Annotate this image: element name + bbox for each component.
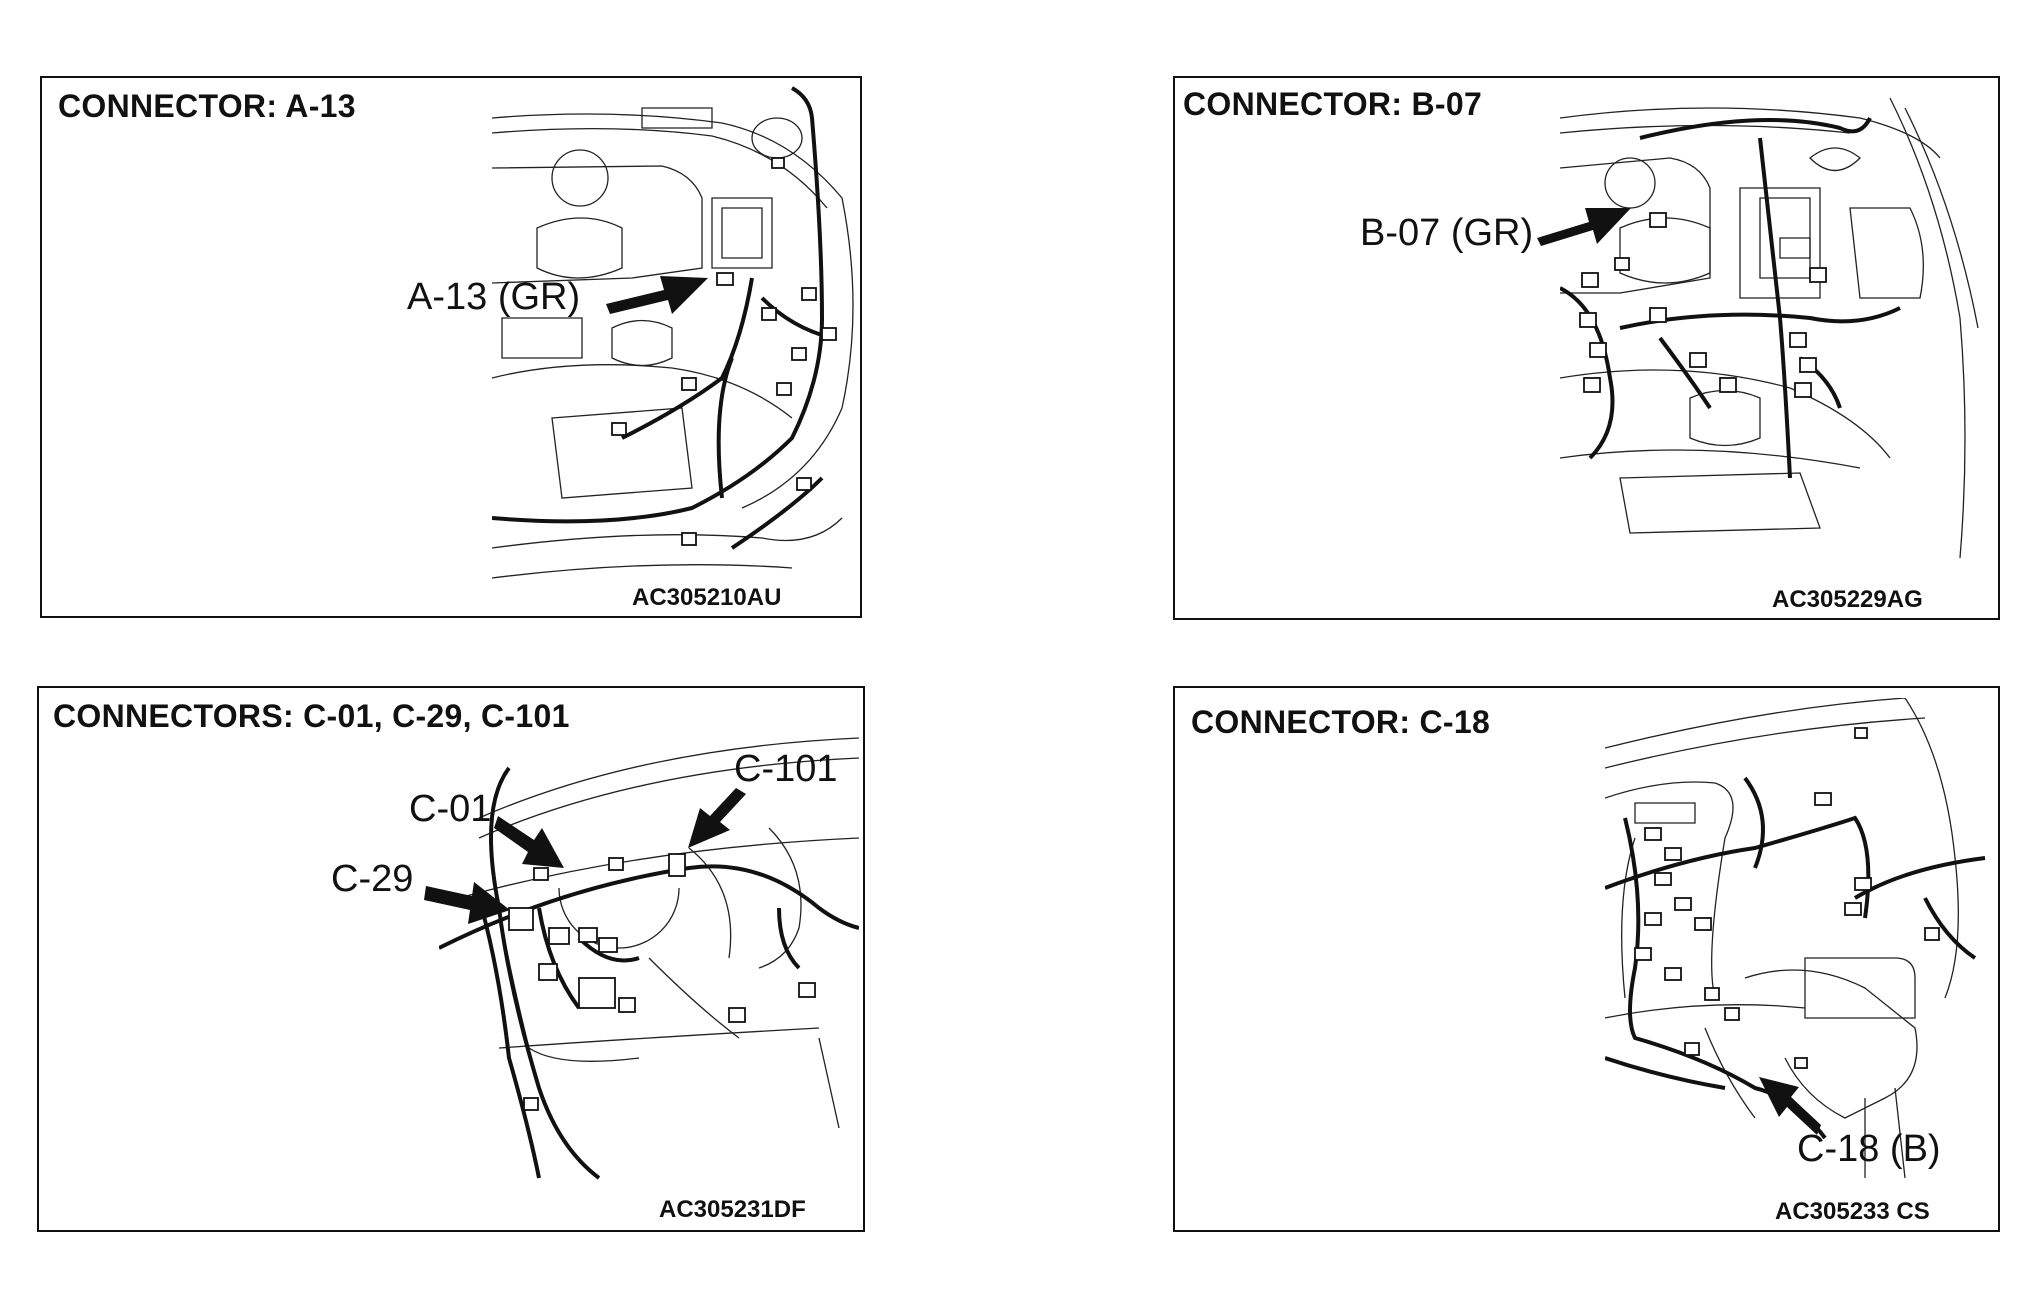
engine-bay-drawing — [1560, 97, 1979, 559]
figure-code: AC305233 CS — [1775, 1198, 1930, 1225]
pointer-arrow-icon — [1759, 1077, 1821, 1135]
figure-code: AC305210AU — [632, 584, 782, 611]
figure-code: AC305231DF — [659, 1196, 806, 1223]
panel-title: CONNECTORS: C-01, C-29, C-101 — [53, 698, 570, 734]
diagram-panel-a13: CONNECTOR: A-13 — [40, 76, 862, 618]
pointer-arrow-icon — [688, 788, 746, 848]
callout-a13: A-13 (GR) — [407, 276, 581, 318]
diagram-panel-b07: CONNECTOR: B-07 — [1173, 76, 2000, 620]
pointer-arrow-icon — [1537, 208, 1631, 246]
diagram-panel-c01-c29-c101: CONNECTORS: C-01, C-29, C-101 — [37, 686, 865, 1232]
panel-title: CONNECTOR: A-13 — [58, 88, 356, 124]
callout-c01: C-01 — [409, 788, 492, 830]
callout-b07: B-07 (GR) — [1360, 212, 1534, 254]
callout-c29: C-29 — [331, 858, 414, 900]
panel-title: CONNECTOR: C-18 — [1191, 704, 1491, 740]
panel-title: CONNECTOR: B-07 — [1183, 86, 1483, 122]
dashboard-harness-drawing — [439, 737, 859, 1180]
callout-c18: C-18 (B) — [1797, 1128, 1941, 1170]
callout-c101: C-101 — [734, 748, 838, 790]
diagram-panel-c18: CONNECTOR: C-18 — [1173, 686, 2000, 1232]
pointer-arrow-icon — [494, 816, 564, 868]
engine-bay-drawing — [492, 86, 854, 579]
pointer-arrow-icon — [424, 882, 510, 924]
figure-code: AC305229AG — [1772, 586, 1923, 613]
pointer-arrow-icon — [606, 276, 708, 314]
